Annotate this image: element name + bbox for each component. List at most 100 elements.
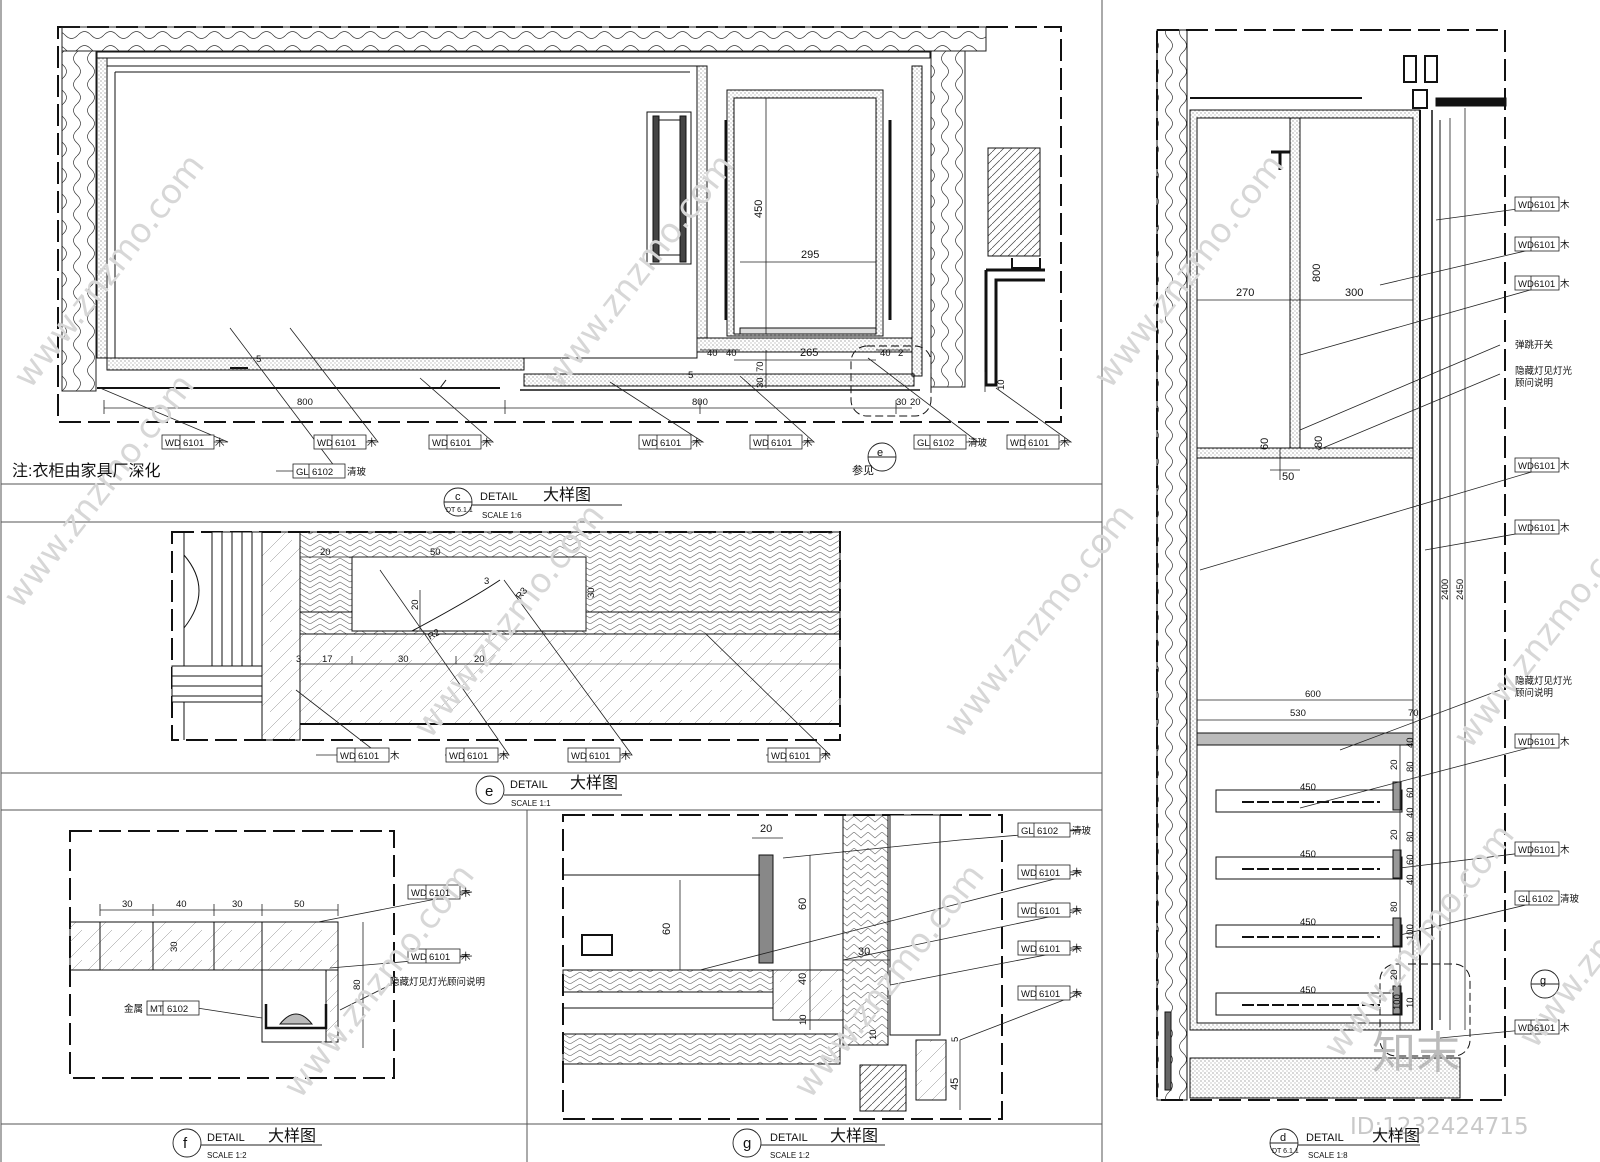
svg-text:WD: WD: [1021, 989, 1037, 1000]
watermark-site-6: www.znzmo.com: [936, 496, 1143, 745]
dim-c-450: 450: [753, 200, 765, 218]
detail-d-text: 800 270 300 60 80 50 600 530 70 2400 245…: [1236, 199, 1580, 1160]
dim-e-3b: 3: [296, 654, 301, 665]
detail-e-title: 大样图: [570, 774, 618, 792]
svg-text:6101: 6101: [429, 888, 450, 899]
dim-c-20: 20: [910, 397, 921, 408]
svg-text:6101: 6101: [589, 751, 610, 762]
watermark-site-4: www.znzmo.com: [0, 366, 203, 615]
dim-d-100a: 100: [1405, 924, 1416, 940]
detail-g-drawing: [562, 814, 1003, 1120]
dim-d-600: 600: [1305, 689, 1321, 700]
detail-f-marker: f: [183, 1135, 188, 1152]
svg-text:6101: 6101: [429, 952, 450, 963]
svg-text:WD: WD: [411, 952, 427, 963]
svg-text:GL: GL: [296, 467, 309, 478]
dim-c-800a: 800: [297, 397, 313, 408]
dim-d-270: 270: [1236, 287, 1254, 299]
label-d-light-2a: 隐藏灯见灯光: [1515, 675, 1573, 687]
svg-text:6101: 6101: [450, 438, 471, 449]
svg-text:木: 木: [621, 750, 631, 762]
svg-text:木: 木: [1060, 437, 1070, 449]
svg-text:GL: GL: [917, 438, 930, 449]
svg-text:金属: 金属: [124, 1003, 143, 1015]
dim-d-40b: 40: [1405, 807, 1416, 818]
svg-text:6101: 6101: [335, 438, 356, 449]
dim-d-450a: 450: [1300, 782, 1316, 793]
svg-text:木: 木: [1560, 844, 1570, 856]
dim-d-80a: 80: [1405, 761, 1416, 772]
svg-text:木: 木: [1560, 460, 1570, 472]
svg-text:6102: 6102: [1532, 894, 1553, 905]
dim-d-450c: 450: [1300, 917, 1316, 928]
detail-e-marker: e: [485, 783, 493, 800]
svg-text:6101: 6101: [1039, 868, 1060, 879]
svg-text:木: 木: [1560, 1022, 1570, 1034]
svg-text:6101: 6101: [1039, 989, 1060, 1000]
svg-text:6102: 6102: [312, 467, 333, 478]
detail-f-scale: SCALE 1:2: [207, 1151, 247, 1160]
dim-d-2450: 2450: [1455, 579, 1466, 600]
svg-text:WD: WD: [1021, 944, 1037, 955]
svg-text:木: 木: [1560, 239, 1570, 251]
dim-d-40c: 40: [1405, 874, 1416, 885]
dim-d-530: 530: [1290, 708, 1306, 719]
dim-c-5b: 5: [688, 370, 693, 381]
dim-d-800: 800: [1311, 264, 1323, 282]
dim-c-40b: 40: [726, 348, 737, 359]
dim-d-20b: 20: [1389, 829, 1400, 840]
svg-text:WD: WD: [1518, 523, 1534, 534]
svg-text:木: 木: [821, 750, 831, 762]
dim-d-40a: 40: [1405, 737, 1416, 748]
svg-text:WD: WD: [411, 888, 427, 899]
dim-g-40: 40: [797, 973, 809, 985]
svg-text:6101: 6101: [467, 751, 488, 762]
svg-text:木: 木: [499, 750, 509, 762]
svg-text:6101: 6101: [660, 438, 681, 449]
detail-e-scale: SCALE 1:1: [511, 799, 551, 808]
svg-text:清玻: 清玻: [347, 466, 367, 478]
svg-text:WD: WD: [1518, 279, 1534, 290]
svg-text:WD: WD: [1518, 737, 1534, 748]
label-d-light-1b: 顾问说明: [1515, 377, 1553, 389]
dim-e-3a: 3: [484, 576, 489, 587]
ref-label: 参见: [852, 463, 874, 477]
dim-c-70: 70: [755, 361, 766, 372]
svg-text:木: 木: [1560, 278, 1570, 290]
note-wardrobe: 注:衣柜由家具厂深化: [12, 462, 160, 480]
detail-d-marker: d: [1280, 1132, 1286, 1144]
svg-text:6101: 6101: [1534, 279, 1555, 290]
dim-c-30: 30: [755, 377, 766, 388]
dim-d-60a: 60: [1405, 787, 1416, 798]
svg-text:6101: 6101: [1534, 240, 1555, 251]
dim-d-300: 300: [1345, 287, 1363, 299]
svg-text:WD: WD: [1010, 438, 1026, 449]
svg-text:木: 木: [482, 437, 492, 449]
panel-dividers: [0, 0, 1103, 1162]
dim-g-30: 30: [858, 946, 870, 958]
svg-text:MT: MT: [150, 1004, 164, 1015]
detail-g-dimensions: [679, 837, 961, 1110]
detail-d-word: DETAIL: [1306, 1132, 1344, 1144]
dim-d-2400: 2400: [1440, 579, 1451, 600]
svg-text:木: 木: [461, 887, 471, 899]
svg-text:WD: WD: [317, 438, 333, 449]
svg-text:WD: WD: [1518, 240, 1534, 251]
detail-g-scale: SCALE 1:2: [770, 1151, 810, 1160]
detail-d-scale: SCALE 1:8: [1308, 1151, 1348, 1160]
dim-c-265: 265: [800, 347, 818, 359]
dim-d-80c: 80: [1389, 901, 1400, 912]
